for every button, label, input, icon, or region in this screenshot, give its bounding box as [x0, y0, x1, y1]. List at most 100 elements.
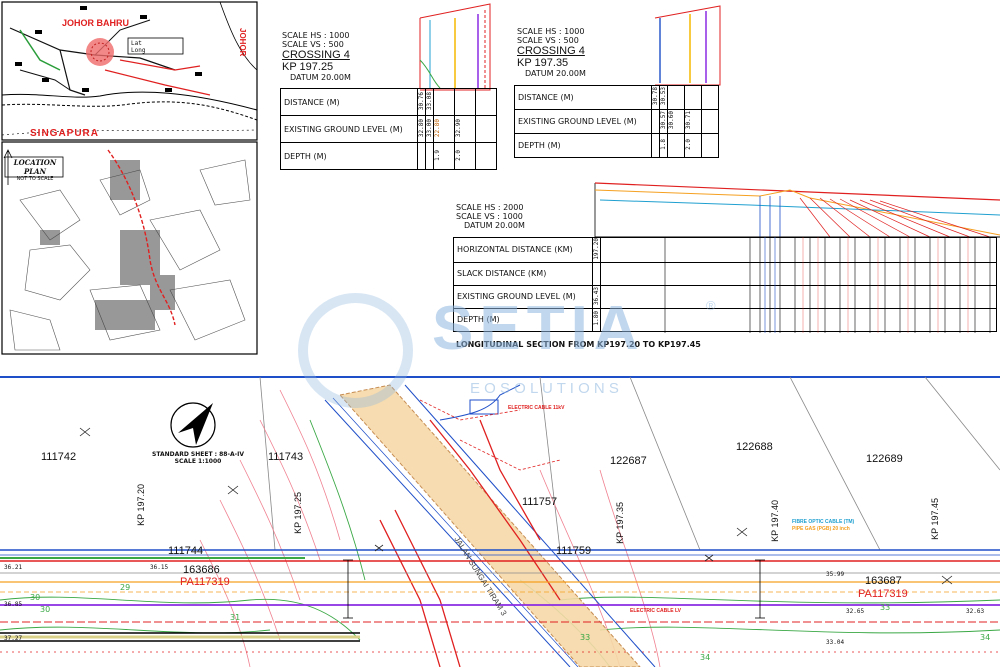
annotation-fibre-optic: FIBRE OPTIC CABLE (TM) [792, 519, 855, 525]
crossing-a-title: CROSSING 4 [282, 49, 350, 61]
watermark-globe-icon [298, 293, 413, 408]
location-plan-title: LOCATION PLAN [13, 158, 57, 176]
crossing-a-scale-hs: SCALE HS : 1000 [282, 31, 350, 40]
watermark-registered: ® [706, 298, 716, 313]
lot-label: 122688 [736, 441, 773, 453]
watermark-brand: SETIA [432, 294, 645, 363]
longitudinal-caption: LONGITUDINAL SECTION FROM KP197.20 TO KP… [456, 340, 701, 349]
standard-sheet-block: STANDARD SHEET : 88-A-IV SCALE 1:1000 [152, 451, 244, 465]
parcel-label: PA117319 [180, 576, 230, 588]
lot-label: 122689 [866, 453, 903, 465]
key-map [1, 1, 258, 141]
level-label: 36.85 [4, 601, 23, 608]
crossing-a-kp: KP 197.25 [282, 61, 334, 73]
lot-label: 163686 [183, 564, 220, 576]
crossing-a-datum: DATUM 20.00M [290, 73, 351, 82]
crossing-b-val: 30.57 [660, 111, 667, 130]
lot-label: 122687 [610, 455, 647, 467]
plan-scale-label: SCALE 1:1000 [174, 458, 222, 465]
callout-long: Long [131, 47, 146, 54]
plan-view: 29 30 31 30 33 34 33 34 [0, 376, 1000, 667]
kp-marker: KP 197.20 [136, 484, 146, 526]
annotation-pipe-gas: PIPE GAS (PGB) 20 inch [792, 526, 850, 532]
crossing-b-val: 2.0 [685, 139, 692, 150]
crossing-b-row-distance: DISTANCE (M) [514, 85, 652, 110]
crossing-a-val: 32.80 [418, 118, 425, 138]
watermark-tagline: E O S O L U T I O N S [470, 380, 619, 397]
longitudinal-row-slack: SLACK DISTANCE (KM) [453, 261, 593, 286]
crossing-b-scale-hs: SCALE HS : 1000 [517, 27, 585, 36]
level-label: 36.15 [150, 564, 169, 571]
crossing-a-row-distance: DISTANCE (M) [280, 88, 418, 116]
annotation-electric-11kv: ELECTRIC CABLE 11kV [508, 405, 565, 411]
crossing-a-row-depth: DEPTH (M) [280, 142, 418, 170]
north-arrow-icon [170, 402, 216, 448]
longitudinal-scale-hs: SCALE HS : 2000 [456, 203, 524, 212]
callout-lat: Lat [131, 40, 142, 47]
crossing-b-val: 30.71 [685, 111, 692, 130]
location-plan-title-box: LOCATION PLAN NOT TO SCALE [7, 158, 63, 182]
crossing-a-scale-vs: SCALE VS : 500 [282, 40, 344, 49]
kp-marker: KP 197.25 [293, 492, 303, 534]
longitudinal-scale-vs: SCALE VS : 1000 [456, 212, 523, 221]
crossing-b-title: CROSSING 4 [517, 45, 585, 57]
crossing-a-val: 33.08 [426, 91, 433, 111]
crossing-a-val: 33.00 [426, 118, 433, 138]
level-label: 36.21 [4, 564, 23, 571]
parcel-label: PA117319 [858, 588, 908, 600]
longitudinal-row-depth: DEPTH (M) [453, 307, 593, 332]
crossing-b-scale-vs: SCALE VS : 500 [517, 36, 579, 45]
crossing-b-table: DISTANCE (M) 30.78 30.53 EXISTING GROUND… [514, 85, 719, 158]
key-map-region-north: JOHOR BAHRU [62, 18, 130, 28]
kp-marker: KP 197.40 [770, 500, 780, 542]
level-label: 37.27 [4, 635, 23, 642]
longitudinal-profile [594, 182, 1000, 238]
annotation-electric-lv: ELECTRIC CABLE LV [630, 608, 682, 614]
crossing-b-header: SCALE HS : 1000 SCALE VS : 500 CROSSING … [517, 27, 586, 78]
lot-label: 163687 [865, 575, 902, 587]
lot-label: 111757 [522, 496, 558, 508]
level-label: 33.04 [826, 639, 845, 646]
longitudinal-row-horizontal: HORIZONTAL DISTANCE (KM) [453, 237, 593, 263]
crossing-b-val: 30.53 [660, 87, 667, 106]
crossing-b-val: 30.78 [652, 87, 659, 106]
crossing-a-section [419, 3, 491, 91]
svg-text:29: 29 [120, 583, 130, 592]
level-label: 32.63 [966, 608, 985, 615]
crossing-a-table: DISTANCE (M) 30.76 33.08 EXISTING GROUND… [280, 88, 497, 170]
crossing-a-val: 2.0 [455, 149, 462, 161]
crossing-b-section [654, 5, 721, 86]
crossing-a-val: 32.90 [455, 118, 462, 138]
crossing-b-row-depth: DEPTH (M) [514, 133, 652, 158]
crossing-b-row-ground: EXISTING GROUND LEVEL (M) [514, 109, 652, 134]
location-plan-subtitle: NOT TO SCALE [16, 176, 54, 182]
crossing-a-row-ground: EXISTING GROUND LEVEL (M) [280, 115, 418, 143]
level-label: 32.65 [846, 608, 865, 615]
key-map-region-east: JOHOR [238, 28, 247, 57]
kp-marker: KP 197.45 [930, 498, 940, 540]
longitudinal-table: HORIZONTAL DISTANCE (KM) 197.20 SLACK DI… [453, 237, 997, 332]
svg-text:33: 33 [580, 633, 590, 642]
lot-label: 111759 [556, 545, 592, 557]
svg-text:30: 30 [30, 593, 40, 602]
crossing-a-val: 22.80 [434, 118, 441, 138]
kp-marker: KP 197.35 [615, 502, 625, 544]
svg-text:31: 31 [230, 613, 240, 622]
svg-text:34: 34 [980, 633, 990, 642]
location-plan [1, 141, 258, 355]
crossing-a-val: 30.76 [418, 91, 425, 111]
lot-label: 111743 [268, 451, 304, 463]
svg-text:34: 34 [700, 653, 710, 662]
crossing-b-datum: DATUM 20.00M [525, 69, 586, 78]
crossing-b-val: 30.60 [668, 111, 675, 130]
lot-label: 111744 [168, 545, 204, 557]
crossing-a-val: 1.9 [434, 149, 441, 161]
svg-text:33: 33 [880, 603, 890, 612]
key-map-region-south: SINGAPURA [30, 128, 100, 139]
longitudinal-val: 197.20 [593, 238, 600, 260]
lot-label: 111742 [41, 451, 77, 463]
longitudinal-datum: DATUM 20.00M [464, 221, 525, 230]
longitudinal-header: SCALE HS : 2000 SCALE VS : 1000 DATUM 20… [456, 203, 525, 230]
svg-text:30: 30 [40, 605, 50, 614]
